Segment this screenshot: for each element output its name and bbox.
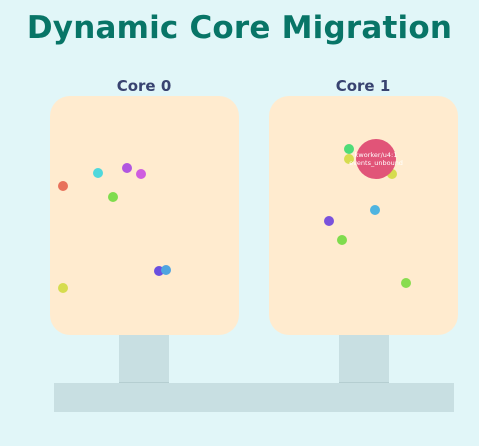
task-dot	[108, 192, 118, 202]
migrating-task-name: kworker/u4:1	[354, 151, 398, 159]
task-dot	[370, 205, 380, 215]
core-1-label: Core 1	[335, 77, 391, 95]
task-dot	[58, 283, 68, 293]
core-0-pillar	[119, 335, 169, 385]
task-dot	[122, 163, 132, 173]
diagram-title: Dynamic Core Migration	[26, 10, 453, 46]
task-dot	[337, 235, 347, 245]
task-dot	[93, 168, 103, 178]
task-dot	[136, 169, 146, 179]
task-dot	[344, 144, 354, 154]
platform-base	[54, 383, 454, 412]
migrating-task: kworker/u4:1 events_unbound	[349, 139, 403, 179]
core-1-box: kworker/u4:1 events_unbound	[269, 96, 458, 335]
task-dot	[387, 169, 397, 179]
task-dot	[161, 265, 171, 275]
task-dot	[58, 181, 68, 191]
core-0-box	[50, 96, 239, 335]
task-dot	[324, 216, 334, 226]
task-dot	[401, 278, 411, 288]
migrating-task-queue: events_unbound	[349, 159, 403, 167]
core-0-label: Core 0	[116, 77, 172, 95]
task-dot	[154, 266, 164, 276]
task-dot	[344, 154, 354, 164]
core-1-pillar	[339, 335, 389, 385]
